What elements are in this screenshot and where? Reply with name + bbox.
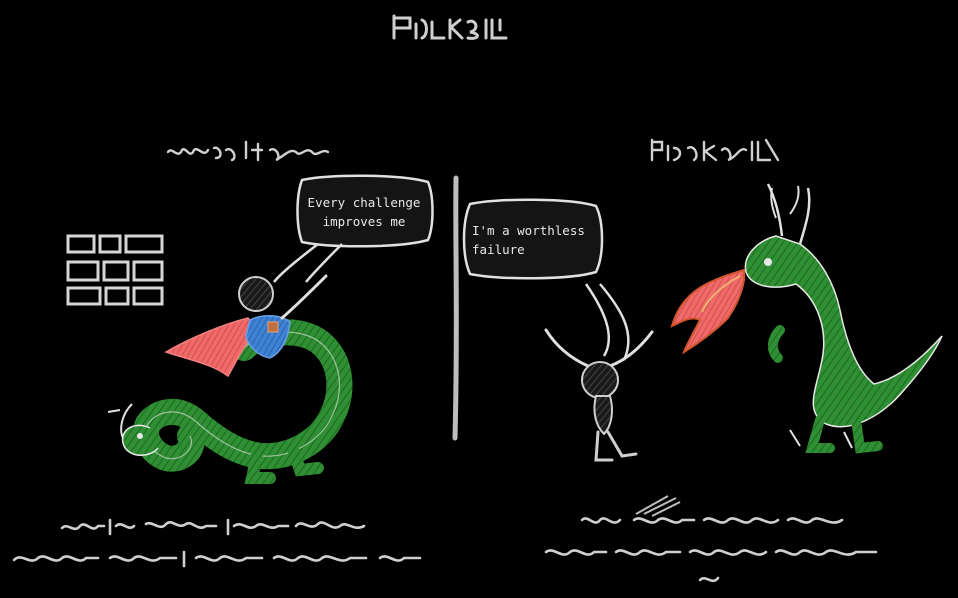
- right-caption-scribble: [544, 517, 878, 583]
- spark-scribble: [635, 495, 681, 517]
- speech-bubble-left-text: Every challenge improves me: [307, 195, 421, 229]
- left-dragon: [107, 319, 353, 484]
- dragon-fire: [670, 268, 745, 355]
- falling-figure: [544, 328, 654, 462]
- title-scribble: [392, 14, 508, 40]
- falling-figure-head: [581, 361, 619, 399]
- hero-figure: [164, 274, 328, 378]
- left-caption-scribble: [12, 518, 422, 568]
- divider-line: [452, 175, 459, 441]
- speech-tail-right: [599, 283, 630, 361]
- speech-tail-left: [273, 243, 319, 283]
- speech-bubble-right: [462, 198, 630, 361]
- right-heading-scribble: [650, 138, 780, 162]
- speech-bubble-left: [273, 174, 434, 283]
- hero-shirt: [245, 315, 291, 359]
- right-dragon: [744, 183, 943, 454]
- hero-cape: [164, 317, 260, 378]
- left-heading-scribble: [166, 140, 330, 162]
- hero-head: [238, 276, 274, 312]
- falling-figure-arms: [544, 328, 654, 368]
- falling-figure-legs: [594, 430, 638, 462]
- left-margin-scribble: [66, 234, 164, 306]
- speech-bubble-right-text: I'm a worthless failure: [472, 223, 585, 257]
- hero-arm: [280, 274, 328, 320]
